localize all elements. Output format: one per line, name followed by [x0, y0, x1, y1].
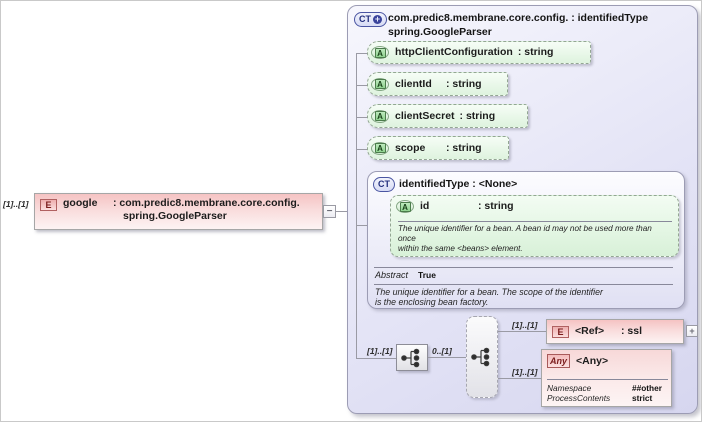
element-cardinality-label: [1]..[1]	[3, 199, 29, 209]
ref-name: <Ref>	[575, 325, 605, 337]
attribute-type: : string	[517, 46, 554, 58]
attribute-icon: A	[396, 200, 414, 213]
sequence-compositor[interactable]	[396, 344, 428, 371]
attribute-clientSecret[interactable]: A clientSecret : string	[367, 104, 528, 128]
any-cardinality-label: [1]..[1]	[512, 367, 538, 377]
attribute-icon: A	[371, 46, 389, 59]
element-google[interactable]: E google : com.predic8.membrane.core.con…	[34, 193, 323, 230]
abstract-value: True	[418, 270, 436, 280]
sequence-icon	[471, 347, 490, 367]
base-type-doc: The unique identifier for a bean. The sc…	[375, 287, 603, 307]
element-ref-ssl[interactable]: E <Ref> : ssl	[546, 319, 684, 344]
attribute-type: : string	[446, 77, 482, 90]
connector-line	[336, 211, 356, 212]
attribute-name: id	[420, 200, 430, 212]
attribute-type: : string	[478, 200, 514, 212]
sequence-cardinality-label: [1]..[1]	[367, 346, 393, 356]
separator	[374, 267, 673, 268]
element-type: : com.predic8.membrane.core.config. spri…	[113, 197, 300, 222]
attribute-name: httpClientConfiguration	[395, 46, 513, 58]
attribute-icon: A	[371, 109, 389, 123]
complex-type-icon: CT+	[354, 12, 387, 27]
element-name: google	[63, 197, 98, 209]
any-name: <Any>	[576, 354, 609, 367]
attribute-name: scope	[395, 141, 426, 154]
stub-line	[356, 85, 369, 86]
complex-type-title: com.predic8.membrane.core.config. : iden…	[388, 12, 649, 38]
base-type-identifiedType[interactable]: CT identifiedType : <None> A id : string…	[367, 171, 685, 309]
connector-line	[428, 357, 466, 358]
separator	[374, 284, 673, 285]
attribute-icon: A	[371, 141, 389, 155]
attribute-httpClientConfiguration[interactable]: A httpClientConfiguration : string	[367, 41, 591, 64]
sequence-icon	[401, 348, 420, 367]
attribute-name: clientSecret	[395, 109, 455, 122]
wildcard-any[interactable]: Any <Any> Namespace ##other ProcessConte…	[541, 349, 672, 407]
property-label: ProcessContents	[547, 393, 611, 403]
separator	[398, 221, 672, 222]
property-label: Namespace	[547, 383, 592, 393]
element-icon: E	[552, 325, 569, 338]
property-value: strict	[632, 393, 653, 403]
any-property-row: Namespace ##other	[547, 383, 662, 393]
ref-cardinality-label: [1]..[1]	[512, 320, 538, 330]
attribute-scope[interactable]: A scope : string	[367, 136, 509, 160]
any-header: Any <Any>	[547, 354, 608, 368]
attribute-id[interactable]: A id : string The unique identifier for …	[390, 195, 679, 257]
attribute-id-row: A id : string	[396, 200, 514, 213]
ref-type: : ssl	[621, 325, 643, 337]
stub-line	[356, 149, 369, 150]
plus-circle-icon: +	[373, 14, 382, 24]
attribute-icon: A	[371, 77, 389, 91]
attribute-name: clientId	[395, 77, 432, 90]
stub-line	[356, 117, 369, 118]
base-type-icon: CT	[373, 177, 395, 192]
property-value: ##other	[632, 383, 662, 393]
rail-line	[356, 53, 357, 359]
abstract-label: Abstract	[375, 270, 409, 280]
connector-line	[498, 378, 541, 379]
attribute-type: : string	[459, 109, 496, 122]
inner-compositor[interactable]	[466, 316, 498, 398]
stub-line	[356, 53, 369, 54]
attribute-type: : string	[446, 141, 482, 154]
stub-line	[356, 358, 397, 359]
stub-line	[356, 225, 369, 226]
choice-cardinality-label: 0..[1]	[432, 346, 452, 356]
expand-toggle[interactable]: +	[686, 325, 698, 337]
separator	[547, 379, 668, 380]
any-property-row: ProcessContents strict	[547, 393, 652, 403]
connector-line	[498, 331, 546, 332]
attribute-clientId[interactable]: A clientId : string	[367, 72, 508, 96]
collapse-toggle[interactable]: −	[323, 205, 336, 218]
any-icon: Any	[547, 354, 571, 368]
element-icon: E	[40, 199, 57, 211]
attribute-id-doc: The unique identifier for a bean. A bean…	[398, 224, 652, 253]
base-type-title: identifiedType : <None>	[399, 178, 518, 190]
